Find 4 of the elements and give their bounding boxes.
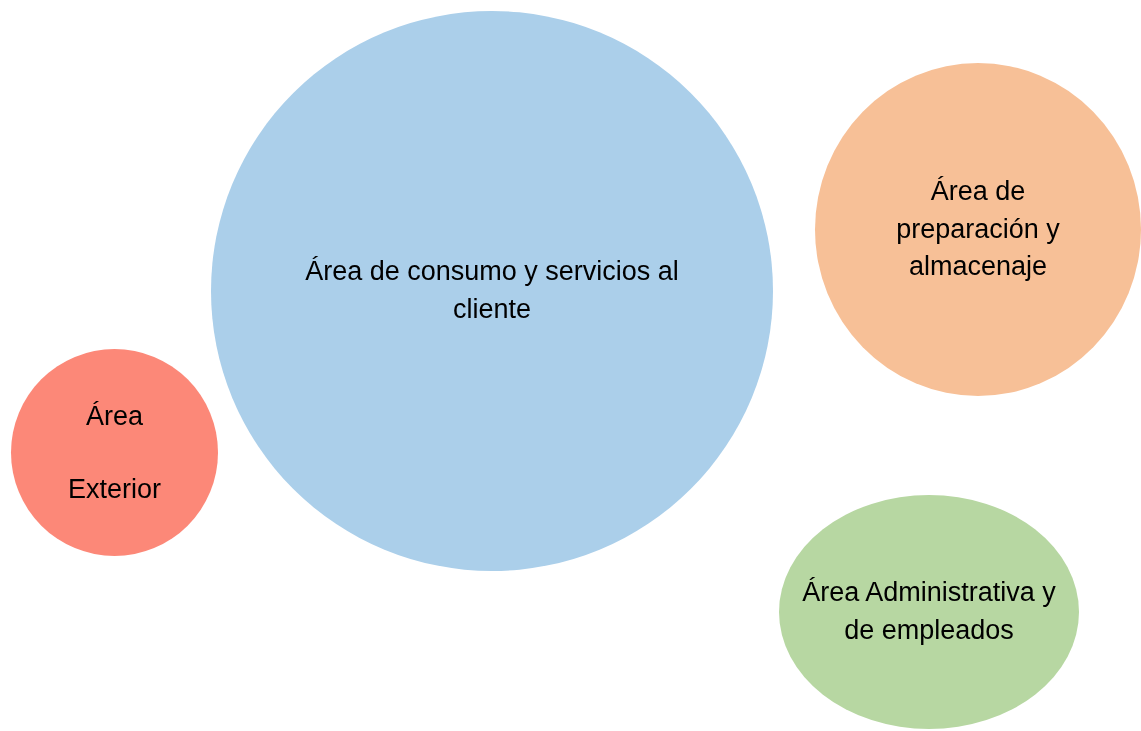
area-label: Área Exterior	[67, 399, 162, 506]
area-label: Área Administrativa y de empleados	[801, 576, 1057, 647]
area-label: Área de preparación y almacenaje	[895, 174, 1061, 284]
area-label: Área de consumo y servicios al cliente	[304, 255, 680, 326]
